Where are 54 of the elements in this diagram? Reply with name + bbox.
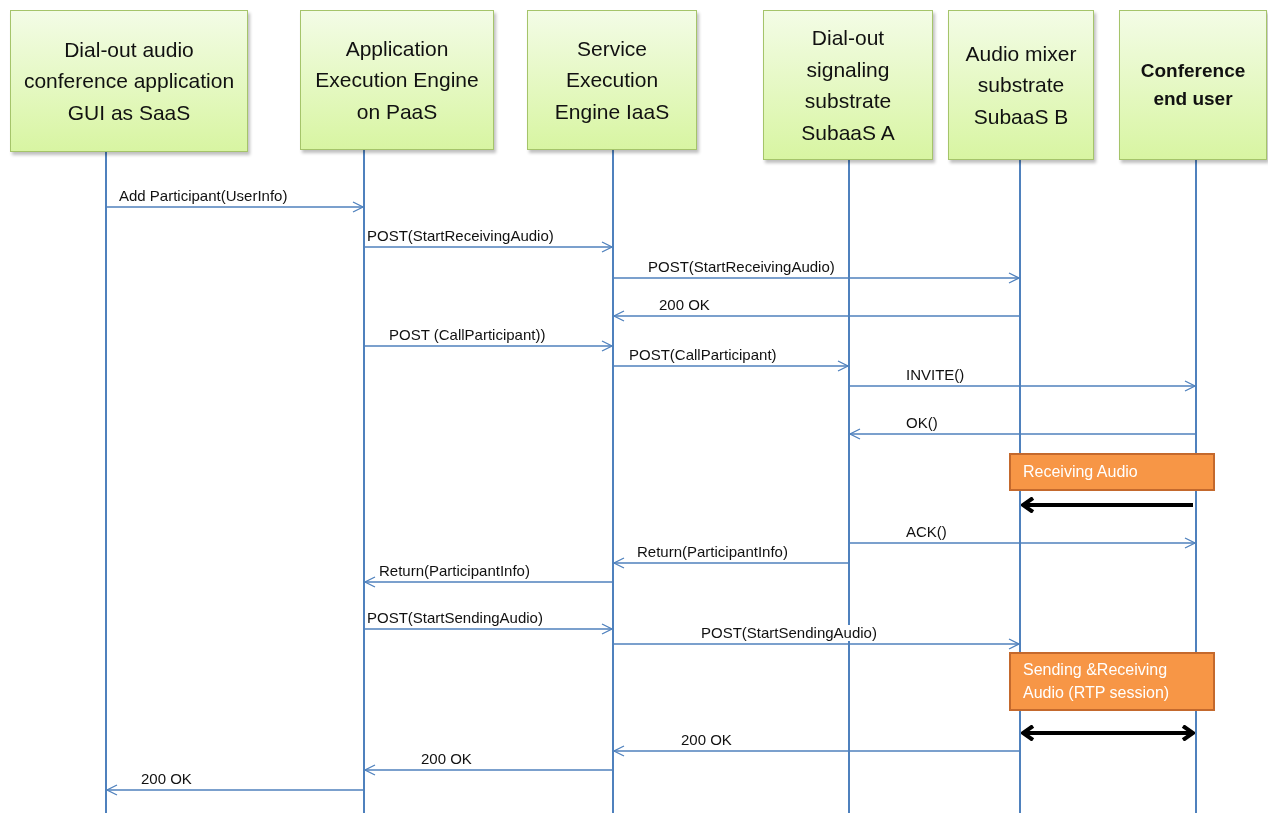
participant-label: Conference end user — [1139, 58, 1247, 111]
edge-label: 200 OK — [658, 297, 711, 313]
participant-label: Dial-out signaling substrate SubaaS A — [800, 25, 896, 146]
message-arrow — [364, 764, 613, 776]
edge-label: POST(CallParticipant) — [628, 347, 778, 363]
lifeline — [363, 150, 365, 813]
message-arrow — [364, 623, 613, 635]
edge-label: POST(StartReceivingAudio) — [647, 259, 836, 275]
message-arrow — [849, 537, 1196, 549]
message-arrow — [613, 557, 849, 569]
edge-label: Add Participant(UserInfo) — [118, 188, 289, 204]
message-arrow — [613, 360, 849, 372]
lifeline — [105, 152, 107, 813]
participant-label: Audio mixer substrate SubaaS B — [964, 40, 1078, 130]
message-arrow — [613, 638, 1020, 650]
participant-box — [10, 10, 248, 152]
note-text: Receiving Audio — [1023, 461, 1138, 482]
participant-box — [527, 10, 697, 150]
note-text: Sending &Receiving Audio (RTP session) — [1023, 660, 1171, 703]
participant-box — [300, 10, 494, 150]
message-arrow — [106, 784, 364, 796]
message-arrow — [364, 576, 613, 588]
edge-label: 200 OK — [140, 771, 193, 787]
message-arrow — [613, 272, 1020, 284]
edge-label: POST(StartReceivingAudio) — [366, 228, 555, 244]
edge-label: OK() — [905, 415, 939, 431]
message-arrow — [849, 428, 1196, 440]
edge-label: Return(ParticipantInfo) — [378, 563, 531, 579]
thick-arrow — [1021, 496, 1193, 514]
lifeline — [612, 150, 614, 813]
edge-label: 200 OK — [420, 751, 473, 767]
participant-label: Service Execution Engine IaaS — [553, 35, 671, 125]
participant-box — [1119, 10, 1267, 160]
edge-label: POST(StartSendingAudio) — [366, 610, 544, 626]
message-arrow — [849, 380, 1196, 392]
message-arrow — [613, 310, 1020, 322]
message-arrow — [364, 340, 613, 352]
participant-box — [948, 10, 1094, 160]
edge-label: POST (CallParticipant)) — [388, 327, 547, 343]
participant-label: Dial-out audio conference application GUI as SaaS — [22, 36, 236, 126]
participant-label: Application Execution Engine on PaaS — [314, 35, 480, 125]
edge-label: ACK() — [905, 524, 948, 540]
message-arrow — [613, 745, 1020, 757]
note-box — [1009, 652, 1215, 711]
lifeline — [848, 160, 850, 813]
participant-box — [763, 10, 933, 160]
message-arrow — [364, 241, 613, 253]
edge-label: Return(ParticipantInfo) — [636, 544, 789, 560]
thick-arrow — [1021, 724, 1195, 742]
note-box — [1009, 453, 1215, 491]
edge-label: POST(StartSendingAudio) — [700, 625, 878, 641]
edge-label: 200 OK — [680, 732, 733, 748]
edge-label: INVITE() — [905, 367, 966, 383]
message-arrow — [106, 201, 364, 213]
